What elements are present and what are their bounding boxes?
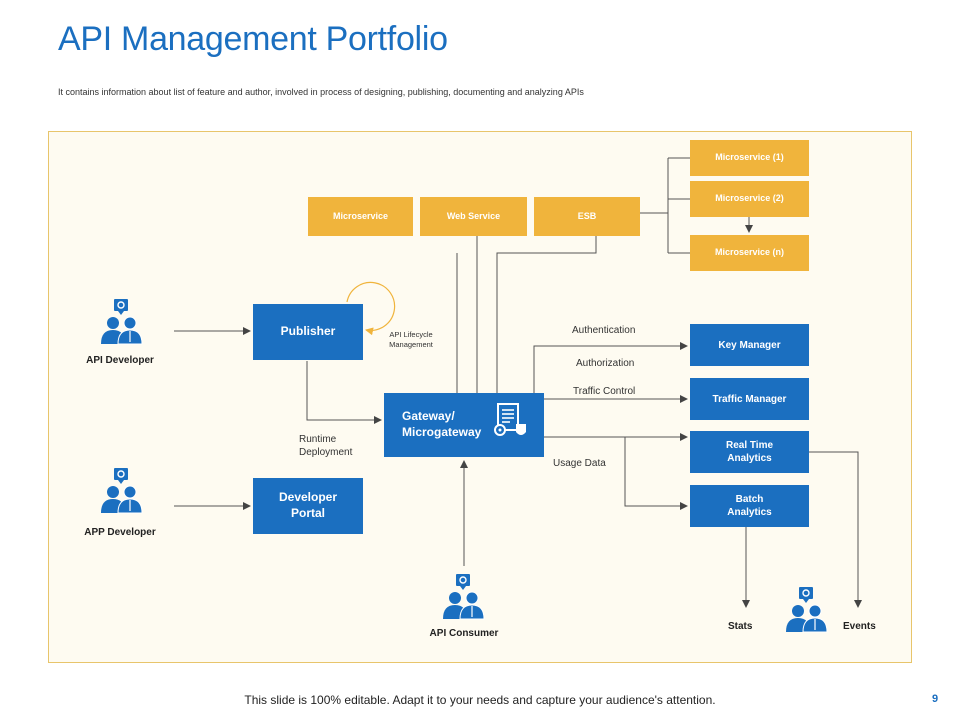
batch-analytics-arrow: [624, 437, 688, 510]
esb-box: ESB: [534, 197, 640, 236]
realtime-to-events-arrow: [809, 451, 862, 608]
key-manager-box: Key Manager: [690, 324, 809, 366]
developer-portal-box: Developer Portal: [253, 478, 363, 534]
api-consumer-icon: [443, 574, 485, 620]
web-service-box: Web Service: [420, 197, 527, 236]
api-developer-label: API Developer: [86, 355, 154, 366]
microservice-1-box: Microservice (1): [690, 140, 809, 176]
analytics-user-icon: [786, 587, 828, 633]
esb-to-gateway-line: [496, 236, 597, 393]
publisher-box: Publisher: [253, 304, 363, 360]
microservice-2-box: Microservice (2): [690, 181, 809, 217]
footer-text: This slide is 100% editable. Adapt it to…: [244, 693, 716, 707]
runtime-deployment-label: Runtime Deployment: [299, 434, 353, 458]
page-title: API Management Portfolio: [58, 20, 448, 58]
api-consumer-label: API Consumer: [429, 628, 499, 639]
microservice-n-box: Microservice (n): [690, 235, 809, 271]
authorization-label: Authorization: [576, 358, 635, 369]
stats-label: Stats: [728, 621, 753, 632]
authentication-arrow: [533, 342, 688, 393]
authentication-label: Authentication: [572, 325, 636, 336]
events-label: Events: [843, 621, 876, 632]
app-developer-label: APP Developer: [84, 527, 156, 538]
lifecycle-label: API Lifecycle Management: [389, 330, 433, 349]
page-number: 9: [932, 693, 939, 705]
gateway-document-gear-icon: [494, 403, 526, 436]
batch-analytics-box: Batch Analytics: [690, 485, 809, 527]
page-subtitle: It contains information about list of fe…: [58, 87, 584, 97]
real-time-analytics-box: Real Time Analytics: [690, 431, 809, 473]
traffic-manager-box: Traffic Manager: [690, 378, 809, 420]
runtime-deployment-arrow: [306, 361, 382, 424]
lifecycle-loop-arrow: [346, 281, 396, 336]
app-developer-icon: [101, 468, 143, 514]
traffic-control-label: Traffic Control: [573, 386, 636, 397]
usage-data-label: Usage Data: [553, 458, 606, 469]
microservice-box: Microservice: [308, 197, 413, 236]
api-developer-icon: [101, 299, 143, 345]
gateway-label: Gateway/ Microgateway: [402, 409, 482, 439]
